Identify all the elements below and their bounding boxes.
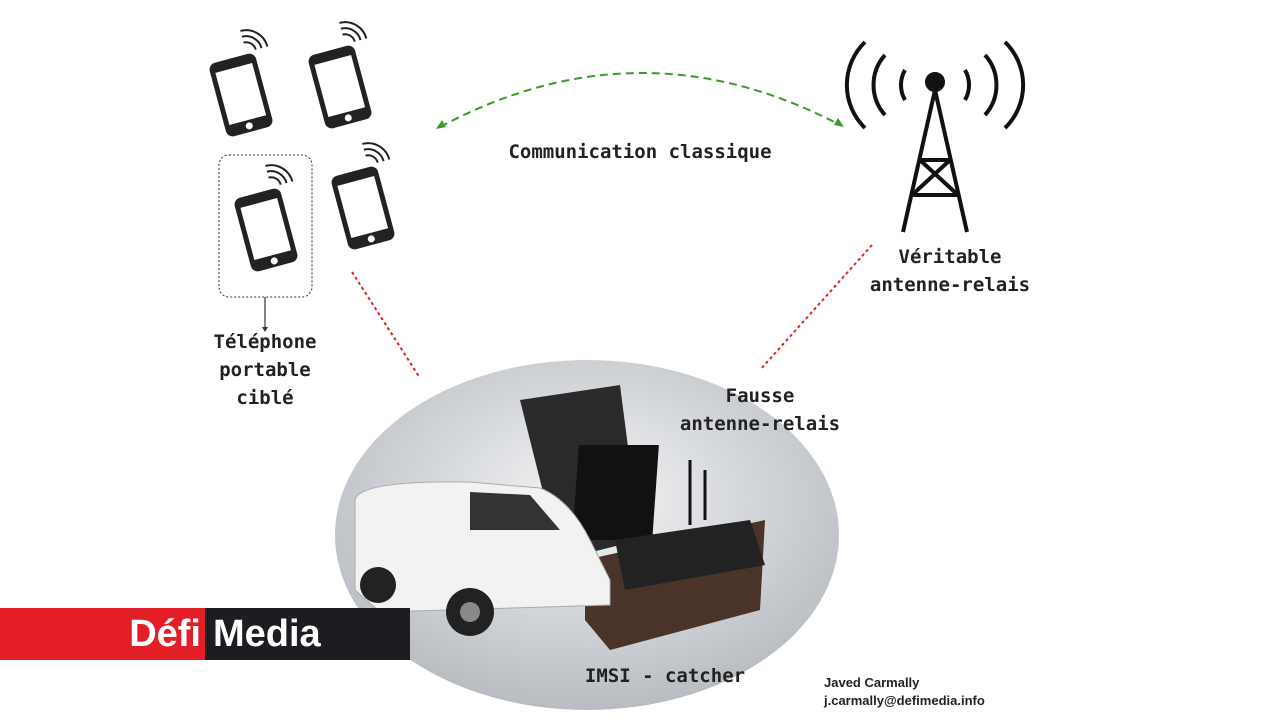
fake-tower-label-line: antenne-relais — [679, 413, 841, 435]
real-tower-label-line: antenne-relais — [869, 274, 1031, 296]
tower-icon — [844, 40, 1026, 233]
author-credit: Javed Carmally j.carmally@defimedia.info — [824, 674, 985, 710]
target-phone-label-line: portable — [219, 359, 311, 381]
red-link-tower — [759, 244, 873, 371]
target-phone-label-line: Téléphone — [213, 331, 317, 353]
fake-tower-label-line: Fausse — [725, 385, 795, 407]
van-image — [354, 481, 611, 636]
target-phone-box — [218, 154, 313, 298]
phone-icon — [299, 16, 388, 131]
target-phone-label-line: ciblé — [236, 387, 294, 409]
red-link-phone — [351, 271, 421, 379]
phone-icon — [200, 24, 289, 139]
green-link — [439, 72, 841, 128]
communication-label: Communication classique — [508, 141, 772, 163]
real-tower-label-line: Véritable — [898, 246, 1002, 268]
logo-part2: Media — [205, 608, 410, 660]
phone-icon — [225, 159, 314, 274]
phone-icon — [322, 137, 411, 252]
imsi-catcher-label: IMSI - catcher — [584, 665, 746, 687]
fake-tower-label: Fausse antenne-relais — [665, 382, 855, 438]
author-name: Javed Carmally — [824, 675, 920, 690]
defi-media-logo: Défi Media — [0, 608, 410, 660]
logo-part1: Défi — [0, 608, 205, 660]
real-tower-label: Véritable antenne-relais — [855, 243, 1045, 299]
target-phone-label: Téléphone portable ciblé — [190, 328, 340, 412]
author-email: j.carmally@defimedia.info — [824, 693, 985, 708]
